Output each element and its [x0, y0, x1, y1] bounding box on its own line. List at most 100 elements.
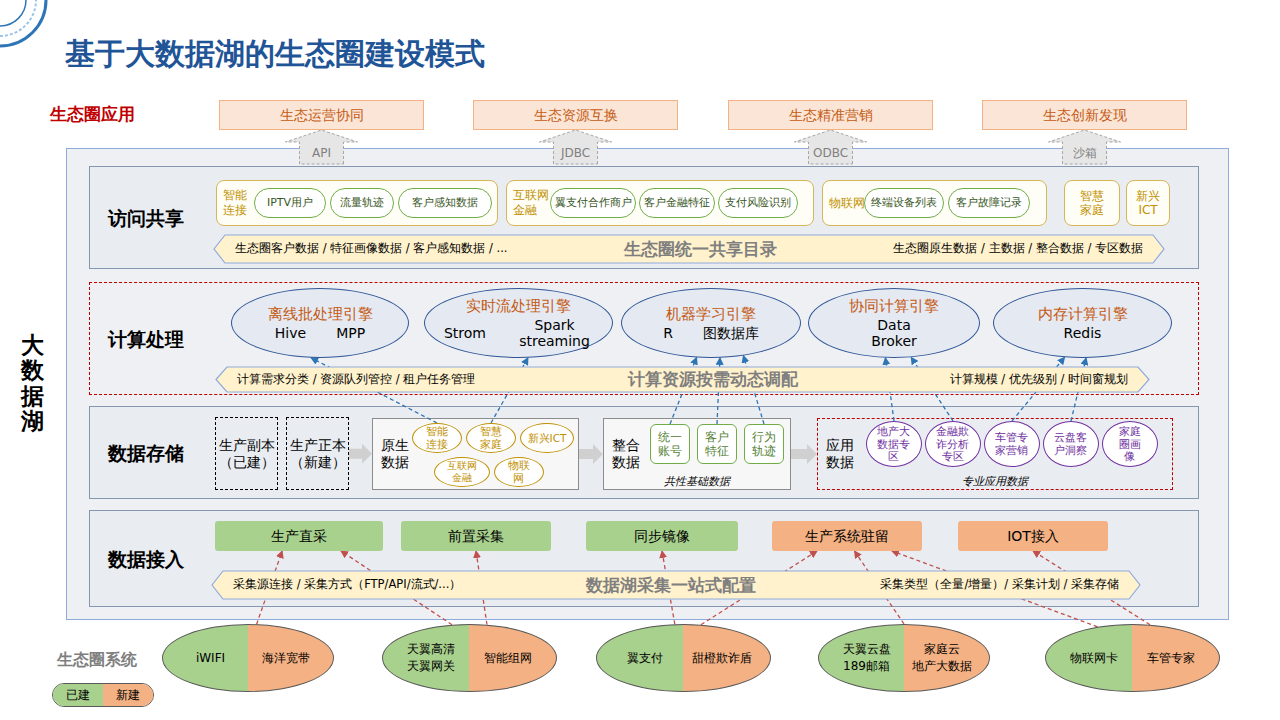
zone-circle: 金融欺诈分析专区 [925, 421, 981, 467]
box-text: 流量轨迹 [340, 196, 384, 209]
legend-swatch: 新建 [103, 684, 153, 706]
box-text: 新兴ICT [528, 432, 567, 445]
group-box: 互联网金融翼支付合作商户客户金融特征支付风险识别 [506, 180, 814, 226]
legend-text: 已建 [66, 688, 90, 702]
system-name: 家庭云 地产大数据 [904, 625, 989, 691]
domain-circle: 互联网金融 [434, 457, 490, 487]
box-text: IOT接入 [1007, 528, 1059, 545]
layer-panel: 数据存储生产副本（已建）生产正本（新建）原生数据智能连接智慧家庭新兴ICT互联网… [89, 406, 1199, 499]
edge-label: API [309, 146, 334, 160]
domain-circle: 智慧家庭 [466, 423, 516, 453]
band-shape [216, 367, 1149, 392]
arc [0, 0, 46, 46]
box-text: 同步镜像 [634, 528, 690, 545]
system-oval: 物联网卡车管专家 [1045, 624, 1220, 692]
engine-title: 机器学习引擎 [666, 305, 756, 323]
layer-panel: 数据接入 生产直采 前置采集 同步镜像 生产系统驻留 IOT接入采集源连接 / 采集方式（… [89, 510, 1199, 607]
system-name: 天翼高清 天翼网关 [383, 625, 470, 691]
data-box: 客户特征 [697, 424, 737, 464]
system-oval: 翼支付甜橙欺诈盾 [596, 624, 771, 692]
system-name: 智能组网 [470, 625, 557, 691]
band-note: 计算规模 / 优先级别 / 时间窗规划 [950, 373, 1128, 387]
engine-items: StromSpark streaming [444, 317, 593, 349]
box-text: 地产大数据专区 [872, 425, 915, 463]
engine-ellipse: 实时流处理引擎StromSpark streaming [424, 288, 613, 358]
box-text: 生产正本 [290, 437, 346, 454]
layer-title: 访问共享 [108, 206, 184, 229]
zone-circle: 云盘客户洞察 [1043, 421, 1099, 467]
engine-ellipse: 离线批处理引擎HiveMPP [231, 288, 409, 358]
engine-ellipse: 协同计算引擎Data Broker [808, 288, 980, 358]
system-name: 甜橙欺诈盾 [684, 625, 771, 691]
engine-items: Data Broker [856, 317, 933, 349]
ingest-box: IOT接入 [958, 521, 1108, 551]
copy-box: 生产副本（已建） [215, 417, 278, 490]
band-title: 数据湖采集一站式配置 [586, 575, 756, 595]
band-title: 生态圈统一共享目录 [624, 239, 777, 259]
store-title: 整合数据 [612, 437, 641, 471]
store-box: 应用数据专业应用数据地产大数据专区金融欺诈分析专区车管专家营销云盘客户洞察家庭圈… [817, 418, 1173, 490]
section-label: 生态圈系统 [57, 650, 137, 669]
data-box: 行为轨迹 [744, 424, 784, 464]
band-note: 采集源连接 / 采集方式（FTP/API/流式/...） [233, 578, 461, 592]
domain-circle: 智能连接 [412, 423, 462, 453]
band-shape [212, 571, 1140, 599]
legend-oval: 已建新建 [52, 683, 154, 707]
box-text: 家庭圈画像 [1114, 425, 1147, 463]
data-chip: 客户故障记录 [948, 188, 1030, 218]
app-box: 生态运营协同 [219, 100, 424, 130]
box-text: 客户特征 [704, 430, 729, 459]
system-name: 车管专家 [1133, 625, 1220, 691]
box-text: 物联网 [503, 459, 536, 484]
lake-title: 大数据湖 [21, 333, 44, 434]
store-box: 原生数据智能连接智慧家庭新兴ICT互联网金融物联网 [372, 418, 579, 490]
band-title: 计算资源按需动态调配 [628, 369, 798, 389]
page-title: 基于大数据湖的生态圈建设模式 [65, 36, 485, 72]
domain-circle: 物联网 [494, 457, 544, 487]
band-note: 生态圈原生数据 / 主数据 / 整合数据 / 专区数据 [893, 242, 1143, 256]
box-text: 车管专家营销 [990, 431, 1033, 456]
box-text: 生态创新发现 [1043, 107, 1127, 124]
engine-item: MPP [336, 325, 365, 341]
box-text: 云盘客户洞察 [1049, 431, 1092, 456]
engine-item: 图数据库 [703, 325, 759, 341]
ingest-box: 同步镜像 [586, 521, 738, 551]
config-band: 采集源连接 / 采集方式（FTP/API/流式/...）数据湖采集一站式配置采集… [211, 570, 1141, 600]
box-text: IPTV用户 [267, 196, 313, 209]
engine-items: Redis [1064, 325, 1102, 341]
store-box: 整合数据共性基础数据统一账号客户特征行为轨迹 [603, 418, 791, 490]
box-text: 智能连接 [426, 425, 448, 450]
ingest-box: 生产系统驻留 [772, 521, 922, 551]
box-text: 翼支付合作商户 [555, 196, 632, 209]
layer-title: 数据接入 [108, 547, 184, 570]
engine-title: 离线批处理引擎 [268, 305, 373, 323]
group-title: 智能连接 [223, 188, 248, 218]
system-oval: 天翼高清 天翼网关智能组网 [382, 624, 557, 692]
ingest-box: 前置采集 [401, 521, 551, 551]
data-box: 统一账号 [650, 424, 690, 464]
box-text: 支付风险识别 [725, 196, 791, 209]
data-chip: 翼支付合作商户 [550, 188, 636, 218]
system-name: 海洋宽带 [248, 625, 333, 691]
data-chip: IPTV用户 [254, 188, 326, 218]
layer-panel: 访问共享智能连接IPTV用户流量轨迹客户感知数据互联网金融翼支付合作商户客户金融… [89, 166, 1199, 269]
ingest-box: 生产直采 [215, 521, 383, 551]
edge-label: JDBC [558, 146, 593, 160]
data-chip: 客户感知数据 [398, 188, 492, 218]
zone-circle: 地产大数据专区 [866, 421, 922, 467]
engine-item: Spark streaming [516, 317, 593, 349]
app-box: 生态精准营销 [728, 100, 933, 130]
data-chip: 支付风险识别 [718, 188, 798, 218]
box-text: 终端设备列表 [871, 196, 937, 209]
config-band: 生态圈客户数据 / 特征画像数据 / 客户感知数据 / ...生态圈统一共享目录… [213, 234, 1165, 264]
band-shape [214, 235, 1164, 263]
box-text: 客户金融特征 [644, 196, 710, 209]
group-box: 智能连接 IPTV用户 流量轨迹 客户感知数据 [216, 180, 498, 226]
system-oval: 天翼云盘 189邮箱家庭云 地产大数据 [818, 624, 990, 692]
zone-circle: 家庭圈画像 [1102, 421, 1158, 467]
box-text: 生产直采 [271, 528, 327, 545]
box-text: 客户感知数据 [412, 196, 478, 209]
group-box: 物联网终端设备列表客户故障记录 [822, 180, 1047, 226]
system-name: 物联网卡 [1046, 625, 1133, 691]
